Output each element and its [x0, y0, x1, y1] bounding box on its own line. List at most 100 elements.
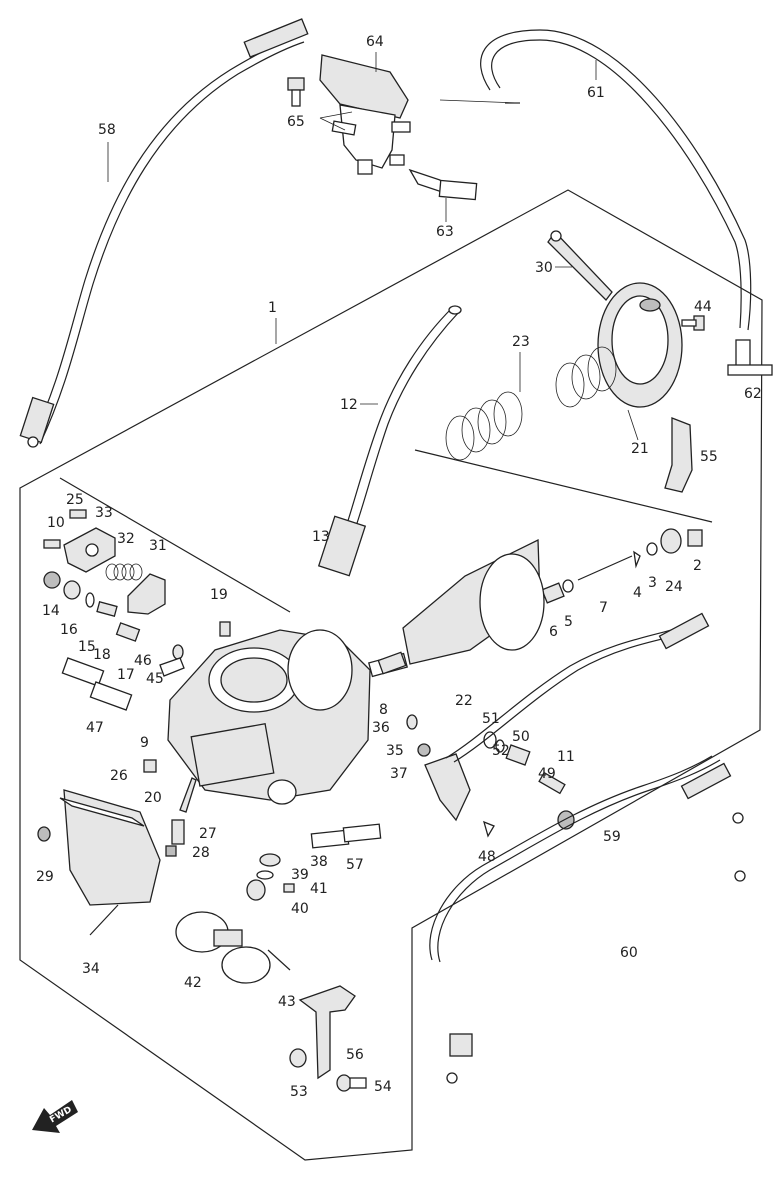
spring-23	[445, 346, 617, 461]
callout-42: 42	[184, 975, 202, 991]
callout-28: 28	[192, 845, 210, 861]
cap-11	[557, 810, 575, 830]
hose-57	[310, 823, 382, 849]
callout-57: 57	[346, 857, 364, 873]
callout-63: 63	[436, 224, 454, 240]
callout-49: 49	[538, 766, 556, 782]
callout-33: 33	[95, 505, 113, 521]
vent-hose-61	[439, 29, 752, 331]
jet-19	[219, 621, 231, 637]
callout-48: 48	[478, 849, 496, 865]
callout-32: 32	[117, 531, 135, 547]
cap-38	[259, 853, 281, 867]
diaphragm-cover-21	[597, 282, 683, 408]
callout-43: 43	[278, 994, 296, 1010]
cap-14	[43, 571, 61, 589]
callout-40: 40	[291, 901, 309, 917]
callout-13: 13	[312, 529, 330, 545]
screw-25	[69, 509, 87, 519]
callout-8: 8	[379, 702, 388, 718]
callout-51: 51	[482, 711, 500, 727]
cable-12	[344, 305, 462, 533]
callout-22: 22	[455, 693, 473, 709]
callout-54: 54	[374, 1079, 392, 1095]
screw-49	[538, 771, 566, 795]
bolt-54	[336, 1074, 367, 1092]
fwd-arrow-icon: FWD	[32, 1100, 78, 1133]
callout-56: 56	[346, 1047, 364, 1063]
callout-62: 62	[744, 386, 762, 402]
screw-41	[283, 883, 295, 893]
boundary-divider	[59, 477, 291, 613]
ring-39	[256, 870, 274, 880]
nut-35	[417, 743, 431, 757]
hose-47	[61, 657, 133, 711]
callout-4: 4	[633, 585, 642, 601]
jet-27	[171, 819, 185, 845]
callout-35: 35	[386, 743, 404, 759]
washer-3	[646, 542, 658, 556]
float-chamber-26	[59, 789, 161, 906]
callout-2: 2	[693, 558, 702, 574]
callout-38: 38	[310, 854, 328, 870]
callout-9: 9	[140, 735, 149, 751]
callout-50: 50	[512, 729, 530, 745]
hose-63	[408, 168, 478, 201]
callout-5: 5	[564, 614, 573, 630]
spring-50	[505, 744, 531, 766]
plate-24	[660, 528, 682, 554]
bracket-56	[298, 985, 356, 1080]
callout-44: 44	[694, 299, 712, 315]
plunger-17	[115, 622, 141, 642]
callout-18: 18	[93, 647, 111, 663]
pin-43	[267, 949, 291, 971]
callout-6: 6	[549, 624, 558, 640]
boot-13	[317, 515, 367, 577]
callout-23: 23	[512, 334, 530, 350]
fuel-valve-64	[319, 54, 411, 175]
callout-10: 10	[47, 515, 65, 531]
lever-37	[424, 753, 471, 822]
oring-52	[495, 739, 505, 753]
callout-65: 65	[287, 114, 305, 130]
clip-55	[664, 417, 693, 493]
bolt-65	[287, 77, 305, 107]
callout-39: 39	[291, 867, 309, 883]
boundary-divider	[414, 449, 713, 523]
screw-9	[143, 759, 157, 773]
needle-7	[577, 555, 633, 581]
callout-17: 17	[117, 667, 135, 683]
bracket-45	[159, 657, 185, 677]
diaphragm-31	[127, 573, 166, 615]
screw-46	[172, 644, 184, 660]
callout-16: 16	[60, 622, 78, 638]
callout-36: 36	[372, 720, 390, 736]
screw-34	[89, 904, 119, 936]
screw-44	[681, 315, 705, 331]
clip-4	[633, 550, 641, 569]
float-42	[175, 911, 271, 984]
callout-14: 14	[42, 603, 60, 619]
callout-58: 58	[98, 122, 116, 138]
oring-15	[85, 592, 95, 608]
callout-64: 64	[366, 34, 384, 50]
collar-53	[289, 1048, 307, 1068]
clip-48	[483, 820, 495, 838]
spring-18	[96, 601, 118, 617]
needle-20	[179, 777, 197, 813]
valve-40	[246, 879, 266, 901]
callout-1: 1	[268, 300, 277, 316]
carburetor-body	[167, 629, 371, 805]
callout-7: 7	[599, 600, 608, 616]
callout-12: 12	[340, 397, 358, 413]
callout-31: 31	[149, 538, 167, 554]
cable-59	[445, 612, 744, 824]
callout-60: 60	[620, 945, 638, 961]
screw-36	[406, 714, 418, 730]
callout-11: 11	[557, 749, 575, 765]
assembly-boundary	[19, 189, 763, 1161]
t-fitting-62	[727, 339, 773, 376]
cable-60	[429, 755, 746, 1084]
callout-30: 30	[535, 260, 553, 276]
